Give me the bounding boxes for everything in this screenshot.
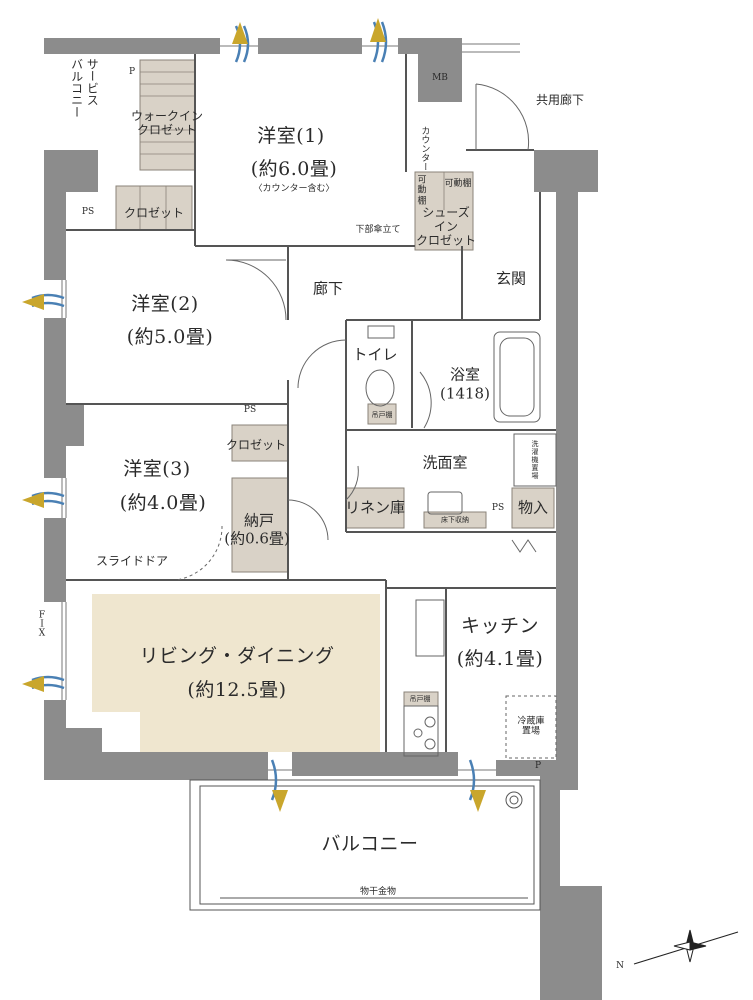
western-room-1-size: (約6.0畳) xyxy=(250,158,338,181)
movable-shelf-a-label: 可 動 棚 xyxy=(417,175,427,207)
bathroom-name: 浴室 xyxy=(449,365,481,384)
p-top-label: P xyxy=(128,66,136,77)
storage-room-name: 納戸 xyxy=(243,511,275,530)
clothes-hanger-label: 物干金物 xyxy=(359,886,397,897)
washroom-name: 洗面室 xyxy=(422,453,468,472)
toilet-name: トイレ xyxy=(352,345,398,364)
slide-door-label: スライドドア xyxy=(95,554,169,569)
western-room-1-note: 〈カウンター含む〉 xyxy=(253,183,335,194)
ps-closet-label: PS xyxy=(243,404,257,415)
living-dining-name: リビング・ダイニング xyxy=(139,645,335,668)
western-room-3-name: 洋室(3) xyxy=(123,458,191,481)
living-room-area xyxy=(92,594,380,752)
fix-window-label: F I X xyxy=(38,610,46,639)
under-floor-storage-label: 床下収納 xyxy=(441,515,469,524)
western-room-1-name: 洋室(1) xyxy=(257,125,325,148)
linen-closet-label: リネン庫 xyxy=(344,498,406,517)
counter-label: カウンター xyxy=(419,126,430,171)
storage-small-label: 物入 xyxy=(517,498,549,517)
closet-label: クロゼット xyxy=(123,206,185,221)
laundry-space-label: 洗 濯 機 置 場 xyxy=(531,439,539,481)
toilet-hanging-shelf-label: 吊戸棚 xyxy=(371,410,393,419)
western-room-2-size: (約5.0畳) xyxy=(126,326,214,349)
western-room-3-size: (約4.0畳) xyxy=(119,492,207,515)
window-frames xyxy=(61,43,520,771)
kitchen-name: キッチン xyxy=(460,615,540,638)
kitchen-size: (約4.1畳) xyxy=(456,648,544,671)
movable-shelf-b-label: 可動棚 xyxy=(444,178,472,189)
compass-icon xyxy=(633,929,739,965)
walk-in-closet-label: ウォークイン クロゼット xyxy=(130,109,204,137)
common-corridor-label: 共用廊下 xyxy=(535,93,585,108)
north-label: N xyxy=(616,960,624,971)
western-room-2-name: 洋室(2) xyxy=(131,293,199,316)
p-kitchen-label: P xyxy=(534,760,542,771)
ventilation-markers xyxy=(22,18,486,812)
umbrella-stand-label: 下部傘立て xyxy=(355,224,401,235)
fixtures xyxy=(365,325,557,759)
entrance-name: 玄関 xyxy=(495,269,527,288)
ps-top-label: PS xyxy=(81,206,95,217)
mb-label: MB xyxy=(432,72,448,83)
fridge-space-label: 冷蔵庫 置場 xyxy=(517,716,545,737)
closet-3-label: クロゼット xyxy=(225,438,287,453)
balcony-outline xyxy=(189,779,541,911)
balcony-name: バルコニー xyxy=(321,833,419,856)
door-swings xyxy=(175,83,537,581)
bathroom-size: (1418) xyxy=(440,384,490,403)
living-dining-size: (約12.5畳) xyxy=(187,679,287,702)
hallway-name: 廊下 xyxy=(312,279,344,298)
storage-room-size: (約0.6畳) xyxy=(224,529,290,548)
closet-shelf-lines xyxy=(139,71,445,230)
service-balcony-label: サービス バルコニー xyxy=(69,58,100,118)
interior-walls xyxy=(66,54,556,752)
kitchen-hanging-shelf-label: 吊戸棚 xyxy=(409,694,431,703)
shoes-in-closet-label: シューズ イン クロゼット xyxy=(415,205,477,247)
closet-fills xyxy=(115,59,555,707)
ps-wash-label: PS xyxy=(491,502,505,513)
